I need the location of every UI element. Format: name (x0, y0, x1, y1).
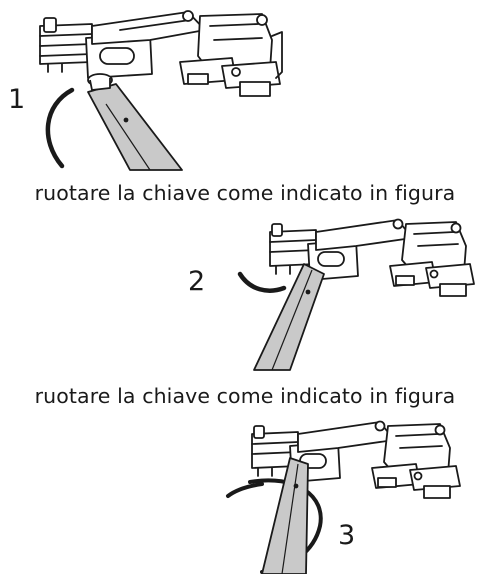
step-2-number: 2 (188, 266, 206, 297)
flat-key-1 (87, 73, 183, 171)
step-2-figure (237, 218, 475, 371)
step-1-figure (39, 10, 283, 171)
rotation-arrow-1 (45, 87, 75, 169)
step-3-number: 3 (338, 520, 356, 551)
step-1-number: 1 (8, 84, 26, 115)
step-1-caption: ruotare la chiave come indicato in figur… (34, 181, 456, 205)
rotation-arrow-2 (237, 271, 287, 293)
step-3-figure (226, 420, 461, 574)
hinge-mechanism-1 (39, 10, 283, 97)
hinge-mechanism-3 (251, 420, 461, 499)
step-2-caption: ruotare la chiave come indicato in figur… (34, 384, 456, 408)
flat-key-3 (261, 457, 309, 574)
flat-key-2 (253, 263, 325, 371)
hinge-mechanism-2 (269, 218, 475, 297)
rotation-arrow-3 (226, 482, 264, 498)
